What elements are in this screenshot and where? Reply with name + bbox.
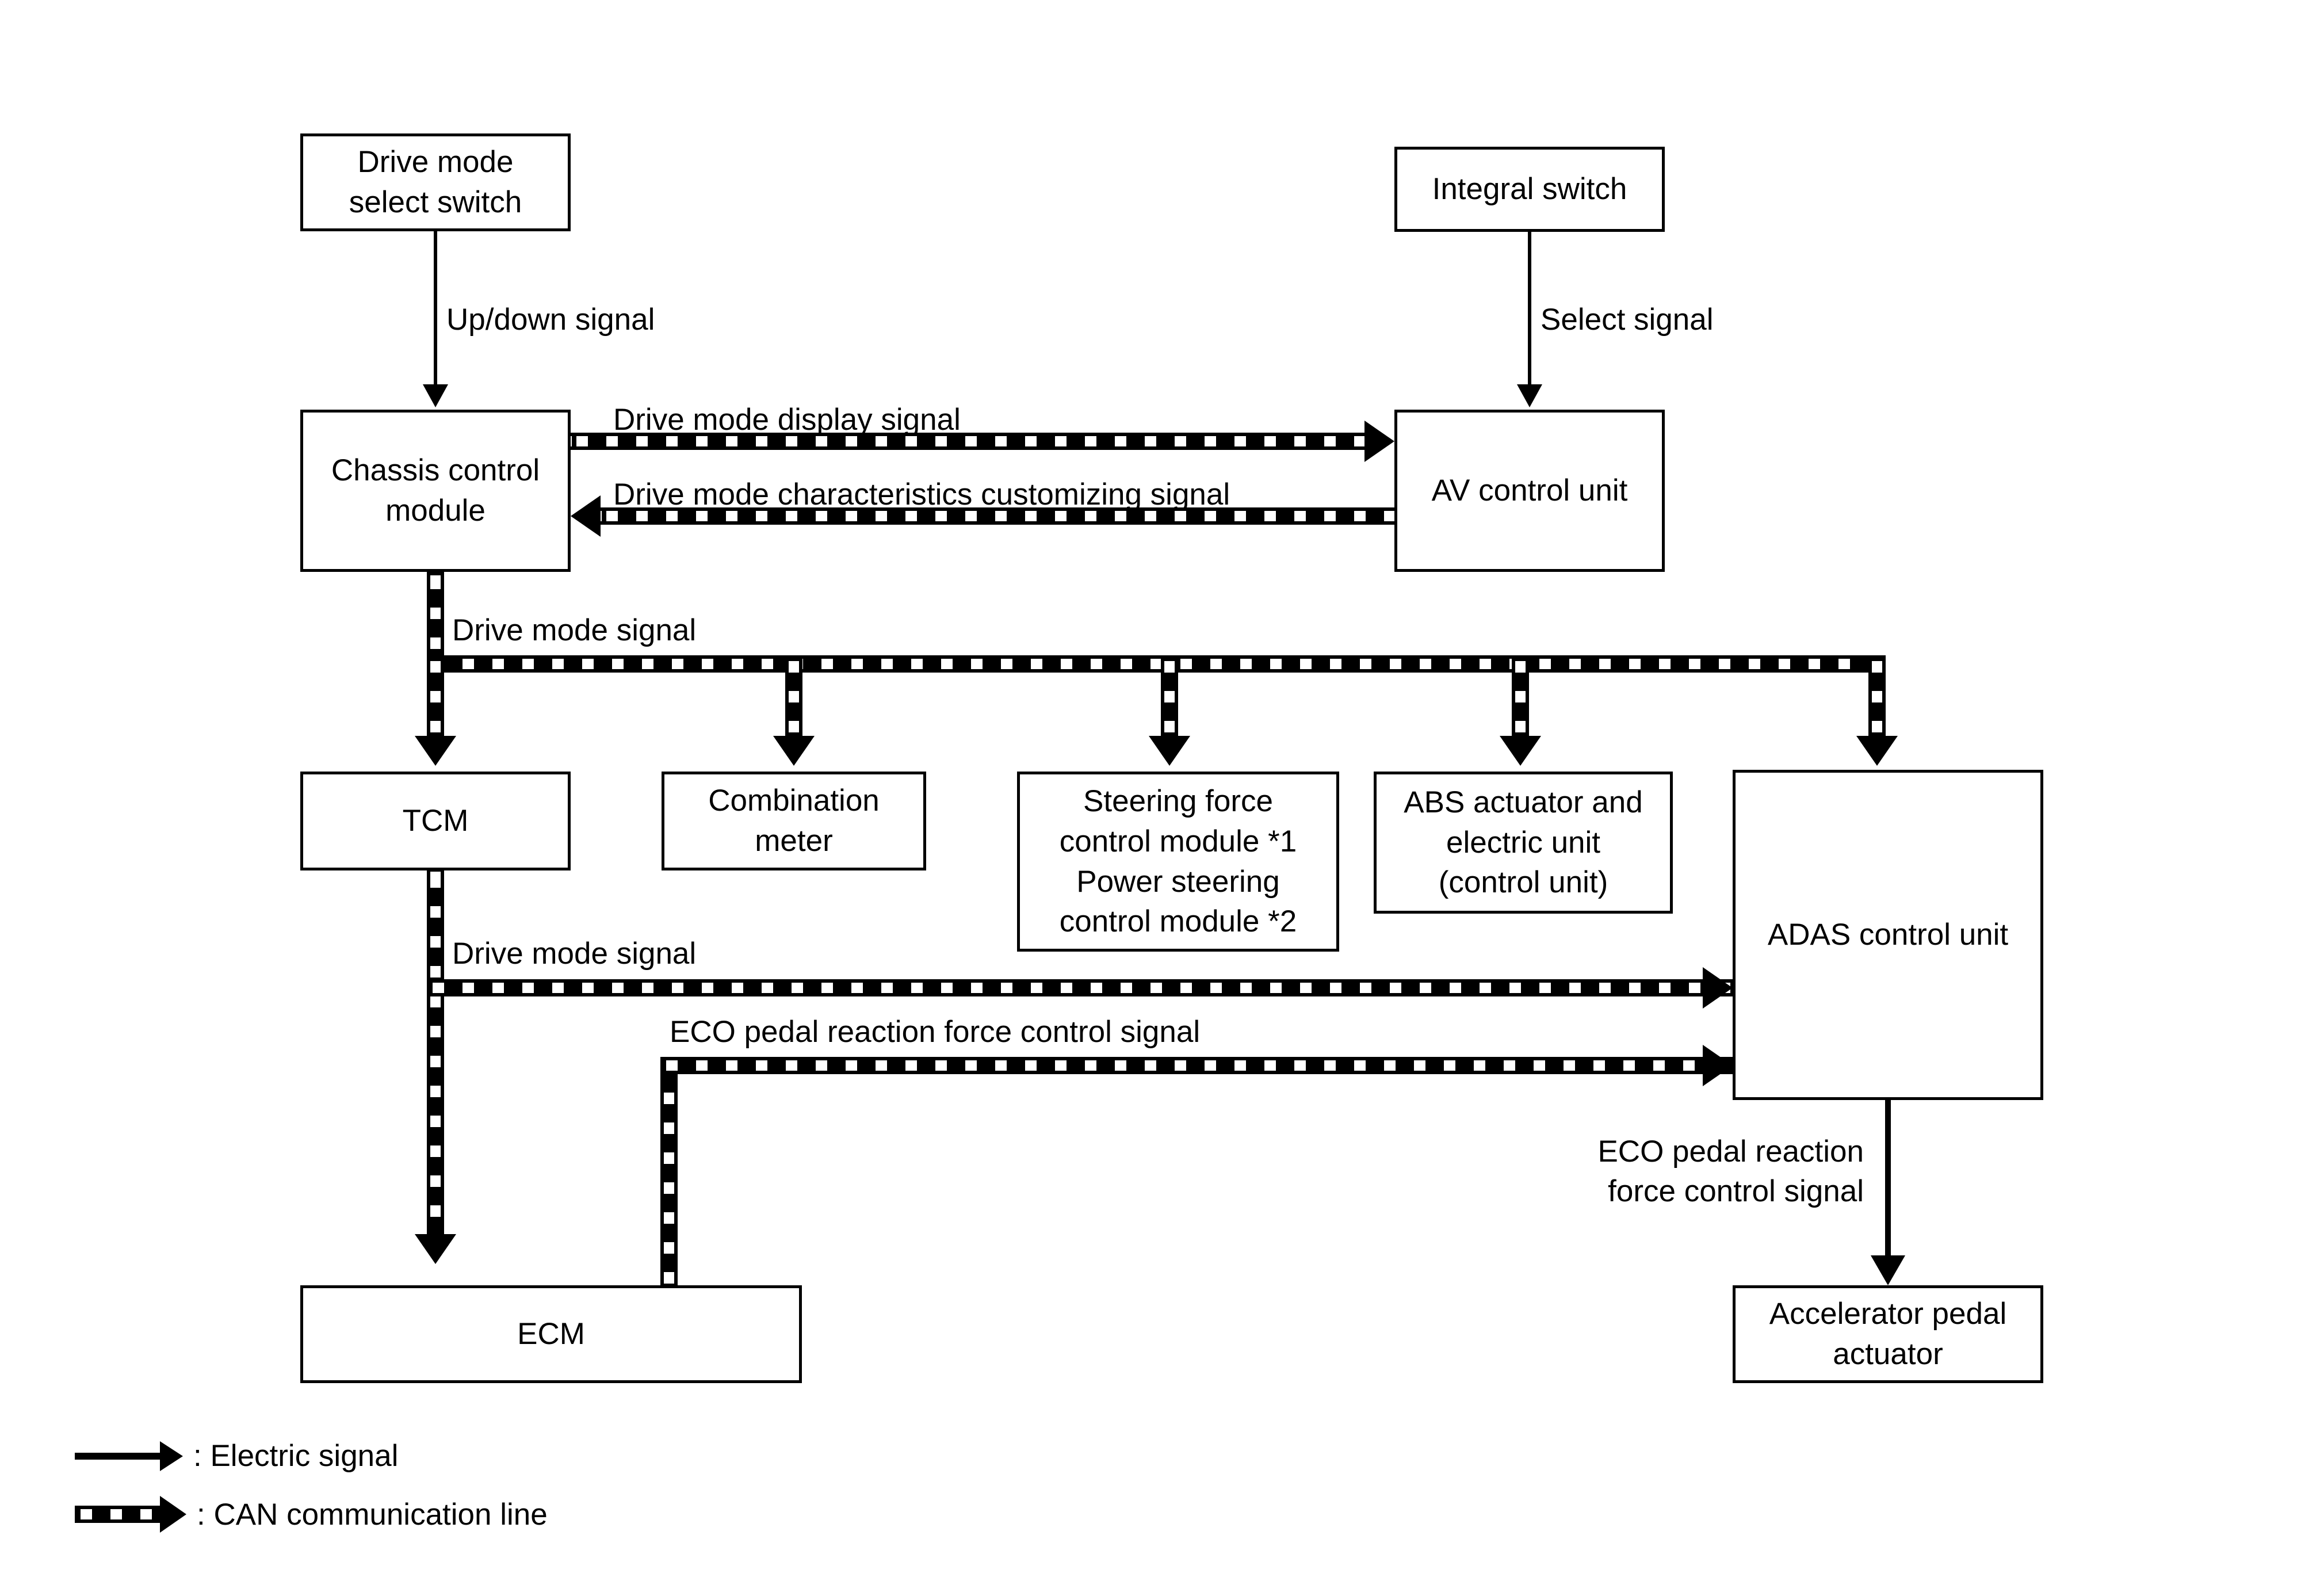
- label-up-down-signal: Up/down signal: [446, 303, 655, 337]
- arrowhead-up-down-signal: [423, 384, 448, 407]
- label-eco-line-2: force control signal: [1608, 1174, 1864, 1208]
- electric-line-icon: [75, 1452, 161, 1460]
- box-label: TCM: [402, 804, 469, 838]
- legend-electric-label: : Electric signal: [193, 1439, 399, 1473]
- electric-arrow-icon: [160, 1441, 183, 1471]
- arrowhead-drive-mode-characteristics-signal: [571, 495, 601, 537]
- can-drop-steering-force: [1161, 655, 1178, 736]
- can-line-icon: [75, 1506, 161, 1523]
- label-drive-mode-bus: Drive mode signal: [452, 613, 697, 647]
- arrowhead-eco-pedal-electric: [1871, 1255, 1905, 1285]
- can-drop-tcm: [427, 655, 444, 736]
- label-eco-pedal-electric: ECO pedal reaction force control signal: [1553, 1132, 1864, 1212]
- box-label: ECM: [517, 1317, 585, 1351]
- arrowhead-drop-abs-actuator: [1500, 736, 1541, 766]
- can-drop-adas: [1868, 655, 1886, 736]
- legend-electric-signal: : Electric signal: [75, 1438, 398, 1473]
- legend-can-line: : CAN communication line: [75, 1496, 548, 1533]
- arrowhead-drop-combination-meter: [773, 736, 815, 766]
- line-up-down-signal: [434, 231, 437, 385]
- can-drop-abs-actuator: [1512, 655, 1529, 736]
- arrowhead-tcm-to-ecm: [415, 1234, 456, 1264]
- box-integral-switch[interactable]: Integral switch: [1394, 147, 1665, 232]
- label-drive-mode-display-signal: Drive mode display signal: [613, 403, 961, 437]
- arrowhead-select-signal: [1517, 384, 1542, 407]
- arrowhead-drive-mode-signal-adas: [1703, 967, 1733, 1009]
- label-drive-mode-characteristics-signal: Drive mode characteristics customizing s…: [613, 478, 1230, 511]
- arrowhead-drive-mode-display-signal: [1364, 421, 1394, 462]
- arrowhead-eco-pedal-to-adas: [1703, 1045, 1733, 1086]
- arrowhead-drop-steering-force: [1149, 736, 1190, 766]
- legend-can-label: : CAN communication line: [197, 1497, 548, 1532]
- can-eco-pedal-riser: [660, 1057, 678, 1285]
- line-eco-pedal-electric: [1885, 1100, 1891, 1260]
- line-select-signal: [1528, 232, 1531, 386]
- label-drive-mode-signal-adas: Drive mode signal: [452, 937, 697, 971]
- can-drive-mode-bus-riser: [427, 572, 444, 664]
- box-tcm[interactable]: TCM: [300, 772, 571, 870]
- box-label: AV control unit: [1431, 474, 1628, 508]
- box-adas-control-unit[interactable]: ADAS control unit: [1733, 770, 2043, 1100]
- box-label: ADAS control unit: [1767, 918, 2009, 952]
- arrowhead-drop-tcm: [415, 736, 456, 766]
- label-select-signal: Select signal: [1541, 303, 1714, 337]
- label-eco-pedal-can: ECO pedal reaction force control signal: [670, 1015, 1201, 1049]
- can-drive-mode-characteristics-signal: [601, 507, 1394, 525]
- can-arrow-icon: [160, 1496, 186, 1533]
- can-eco-pedal-to-adas: [660, 1057, 1733, 1074]
- can-drop-combination-meter: [785, 655, 802, 736]
- can-drive-mode-display-signal: [571, 433, 1364, 450]
- arrowhead-drop-adas: [1856, 736, 1898, 766]
- can-tcm-to-ecm: [427, 870, 444, 1234]
- box-av-control-unit[interactable]: AV control unit: [1394, 410, 1665, 572]
- can-drive-mode-bus: [427, 655, 1886, 673]
- label-eco-line-1: ECO pedal reaction: [1597, 1135, 1864, 1169]
- box-ecm[interactable]: ECM: [300, 1285, 802, 1383]
- can-drive-mode-signal-adas: [427, 979, 1733, 996]
- box-label: Integral switch: [1432, 172, 1627, 207]
